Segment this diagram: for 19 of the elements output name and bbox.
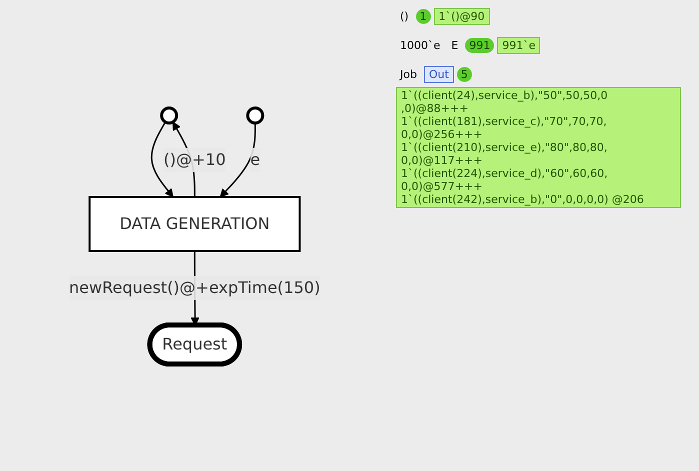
token-count: 5	[456, 67, 472, 82]
node-circle	[160, 106, 178, 124]
arrow	[220, 122, 256, 197]
token-count: 991	[465, 38, 494, 53]
edge-label: newRequest()@+expTime(150)	[69, 278, 321, 296]
token-count: 1	[416, 9, 431, 24]
place-annotation: E	[450, 38, 460, 53]
place-annotation: 1000`e	[399, 38, 442, 53]
edge-label: ()@+10	[164, 150, 226, 168]
node-circle	[246, 106, 265, 124]
arrow	[151, 121, 174, 197]
port-tag: Out	[424, 66, 454, 83]
place-annotation: Job	[398, 67, 418, 82]
place-annotation: ()	[399, 9, 410, 24]
marking-label: 991`e	[497, 37, 540, 54]
marking-label: 1`()@90	[434, 8, 490, 25]
marking-label: 1`((client(24),service_b),"50",50,50,0 ,0)@88+++ 1`((client(181),service_c),"70",70,70, 0,0)@256+++ 1`((client(210),service_e),"80",80,80, 0,0)@117+++ 1`((client(224),service_d),"60",60,60, 0,0)@577+++ 1`((client(242),service_b),"0",0,0,0,0) @206	[396, 87, 681, 208]
edge-label: e	[250, 150, 260, 168]
node-box: DATA GENERATION	[88, 196, 302, 252]
